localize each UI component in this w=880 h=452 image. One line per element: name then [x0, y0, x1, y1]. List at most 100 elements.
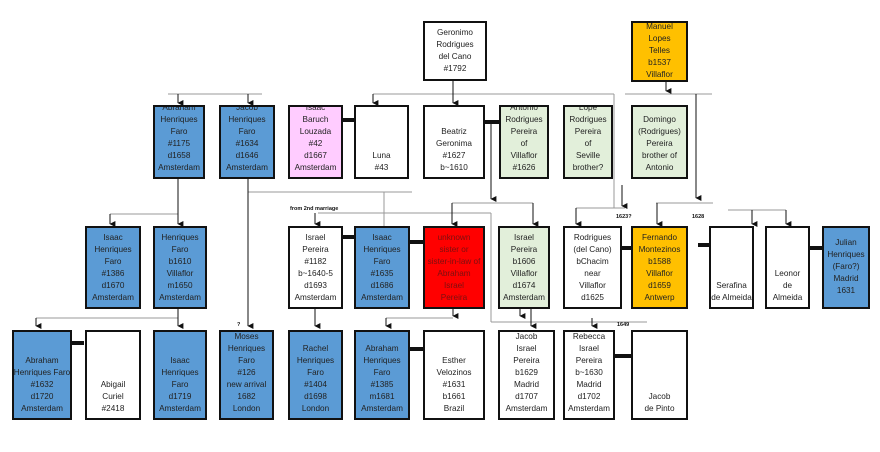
- person-text-line: Telles: [649, 46, 670, 55]
- person-text-line: Catalina: [577, 228, 607, 232]
- person-luna[interactable]: Luna#43: [354, 105, 409, 179]
- person-text-line: of: [584, 139, 592, 148]
- person-text-line: d1646: [235, 151, 259, 160]
- person-text-line: #42: [308, 139, 323, 148]
- person-text-line: Jacob: [515, 332, 538, 341]
- person-catalina-rodrigues[interactable]: CatalinaRodrigues(del Cano)bChacimnearVi…: [563, 226, 622, 309]
- person-text-line: (Rodrigues): [638, 127, 681, 136]
- person-text-line: Domingo: [643, 115, 676, 124]
- person-text-line: of: [520, 139, 528, 148]
- person-text-line: b1629: [515, 368, 538, 377]
- person-text-line: sister or: [439, 245, 469, 254]
- person-text-line: Villaflor: [510, 151, 538, 160]
- person-text-line: Israel: [578, 344, 600, 353]
- person-text-line: Montezinos: [638, 245, 681, 254]
- person-text-line: b1661: [442, 392, 466, 401]
- person-text-line: Fernando: [641, 233, 678, 242]
- person-text-line: unknown: [437, 233, 471, 242]
- person-text-line: Antonio: [510, 105, 538, 112]
- person-david-henriques-faro[interactable]: DavidHenriquesFarob1610Villaflorm1650Ams…: [153, 226, 207, 309]
- person-text-line: Amsterdam: [361, 293, 403, 302]
- person-text-line: #1631: [442, 380, 466, 389]
- note-from-2nd-marriage: from 2nd marriage: [290, 206, 339, 212]
- person-text-line: Louzada: [299, 127, 332, 136]
- person-text-line: Jacob: [648, 392, 671, 401]
- person-text-line: d1674: [512, 281, 536, 290]
- person-text-line: Amsterdam: [503, 293, 545, 302]
- person-text-line: Jacob: [236, 105, 258, 112]
- person-text-line: Beatriz: [441, 127, 467, 136]
- person-text-line: Abigail: [100, 380, 126, 389]
- person-text-line: Pereira: [575, 356, 603, 365]
- person-text-line: #2418: [101, 404, 125, 413]
- person-text-line: (del Cano): [573, 245, 612, 254]
- person-text-line: Pereira: [513, 356, 540, 365]
- person-text-line: Amsterdam: [92, 293, 134, 302]
- person-text-line: Pereira: [574, 127, 602, 136]
- person-text-line: Rodrigues: [573, 233, 612, 242]
- person-text-line: #1632: [30, 380, 54, 389]
- person-text-line: Amsterdam: [158, 163, 200, 172]
- person-text-line: Israel: [443, 281, 465, 290]
- person-text-line: Amsterdam: [294, 293, 337, 302]
- person-text-line: Isaac: [103, 233, 123, 242]
- person-text-line: Pereira: [440, 293, 468, 302]
- person-text-line: b~1630: [575, 368, 603, 377]
- person-abraham-israel-pereira[interactable]: AbrahamIsraelPereirab1606Villaflord1674A…: [498, 226, 550, 309]
- person-text-line: Julian: [835, 238, 857, 247]
- person-text-line: Serafina: [716, 281, 747, 290]
- person-text-line: sister-in-law of: [427, 257, 481, 266]
- person-rebecca-1182[interactable]: RebeccaIsraelPereira#1182b~1640-5d1693Am…: [288, 226, 343, 309]
- person-text-line: de: [782, 281, 793, 290]
- person-text-line: Amsterdam: [21, 404, 63, 413]
- person-text-line: new arrival: [226, 380, 267, 389]
- note-marriage-1649: 1649: [617, 322, 630, 328]
- person-text-line: near: [584, 269, 601, 278]
- person-text-line: Faro: [104, 257, 122, 266]
- person-text-line: Abraham: [25, 356, 59, 365]
- person-text-line: Rodrigues: [569, 115, 607, 124]
- person-text-line: #126: [237, 368, 256, 377]
- person-text-line: Henriques: [363, 356, 401, 365]
- person-text-line: (Faro?): [832, 262, 860, 271]
- person-text-line: Pereira: [302, 245, 329, 254]
- person-text-line: Velozinos: [436, 368, 472, 377]
- person-text-line: #43: [374, 163, 389, 172]
- person-text-line: Pereira: [646, 139, 673, 148]
- person-text-line: Amsterdam: [505, 404, 548, 413]
- person-text-line: Geronima: [436, 139, 472, 148]
- person-text-line: #1792: [443, 63, 467, 73]
- person-text-line: b~1640-5: [298, 269, 333, 278]
- person-text-line: d1720: [30, 392, 54, 401]
- person-text-line: #1626: [512, 163, 536, 172]
- person-text-line: d1667: [304, 151, 327, 160]
- person-text-line: Henriques: [161, 233, 199, 242]
- person-text-line: brother?: [572, 163, 604, 172]
